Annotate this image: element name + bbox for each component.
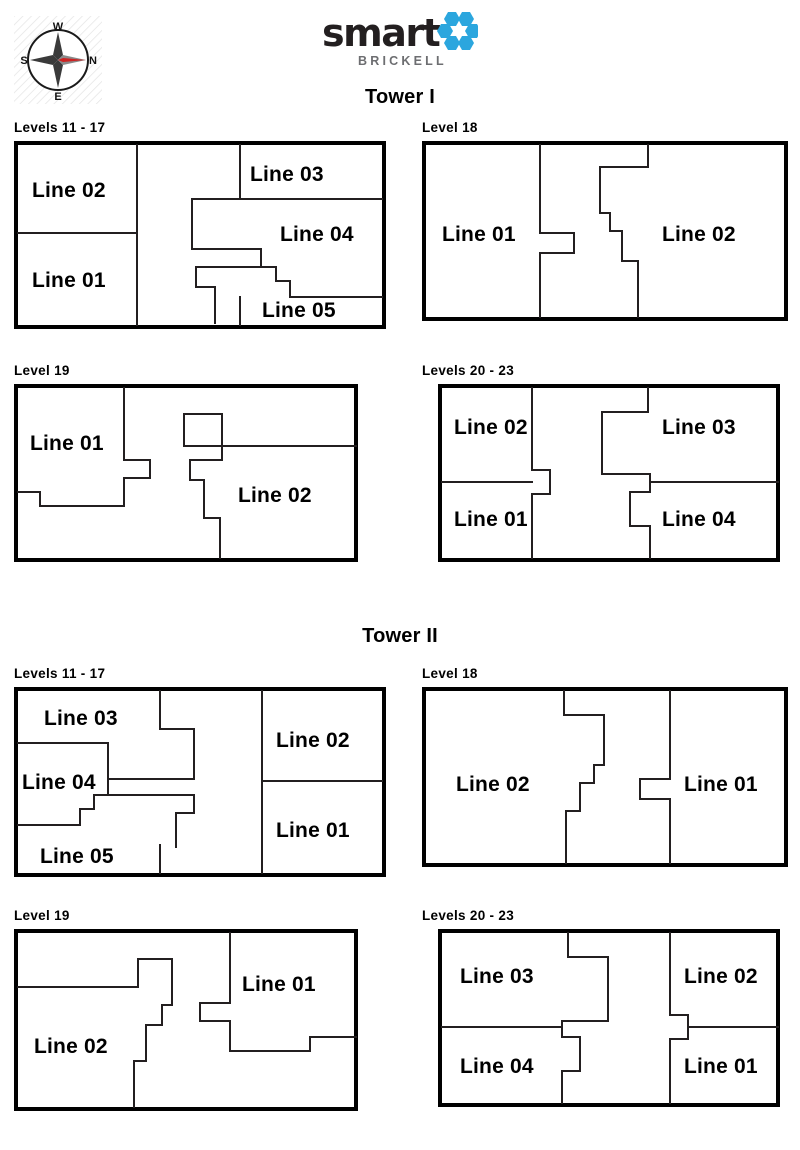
unit-label: Line 02 xyxy=(662,223,736,246)
plan-tower1-levels-11-17: Levels 11 - 17 Line 02 Line 01 Line 03 L… xyxy=(14,120,386,329)
plan-tower1-level-18: Level 18 Line 01 Line 02 xyxy=(422,120,788,321)
unit-label: Line 02 xyxy=(276,729,350,752)
unit-label: Line 01 xyxy=(684,773,758,796)
unit-label: Line 02 xyxy=(454,416,528,439)
plan-tower2-levels-11-17: Levels 11 - 17 Line 03 Line 04 Line 05 L… xyxy=(14,666,386,877)
plan-tower2-levels-20-23: Levels 20 - 23 Line 03 Line 02 Line 04 L… xyxy=(422,908,780,1107)
unit-label: Line 02 xyxy=(456,773,530,796)
unit-label: Line 01 xyxy=(454,508,528,531)
plan-caption: Level 19 xyxy=(14,363,70,378)
unit-label: Line 04 xyxy=(280,223,354,246)
compass-label-n: N xyxy=(89,55,97,67)
tower-title-2: Tower II xyxy=(362,625,438,647)
unit-label: Line 05 xyxy=(262,299,336,322)
unit-label: Line 02 xyxy=(684,965,758,988)
plan-caption: Levels 20 - 23 xyxy=(422,363,515,378)
tower-title-1: Tower I xyxy=(365,86,435,108)
unit-label: Line 05 xyxy=(40,845,114,868)
compass-label-w: W xyxy=(53,21,64,33)
unit-label: Line 03 xyxy=(44,707,118,730)
unit-label: Line 04 xyxy=(662,508,736,531)
unit-label: Line 02 xyxy=(32,179,106,202)
plan-caption: Level 18 xyxy=(422,120,478,135)
plan-caption: Levels 20 - 23 xyxy=(422,908,515,923)
compass-label-e: E xyxy=(54,91,61,103)
unit-label: Line 01 xyxy=(30,432,104,455)
unit-label: Line 01 xyxy=(442,223,516,246)
compass-label-s: S xyxy=(20,55,27,67)
unit-label: Line 02 xyxy=(238,484,312,507)
unit-label: Line 01 xyxy=(276,819,350,842)
logo-subwordmark: BRICKELL xyxy=(358,54,447,68)
unit-label: Line 03 xyxy=(460,965,534,988)
plan-caption: Level 19 xyxy=(14,908,70,923)
plan-caption: Level 18 xyxy=(422,666,478,681)
unit-label: Line 04 xyxy=(22,771,96,794)
brand-logo: smart BRICKELL xyxy=(322,11,482,72)
unit-label: Line 01 xyxy=(684,1055,758,1078)
plan-tower1-levels-20-23: Levels 20 - 23 Line 02 Line 01 Line 03 L… xyxy=(422,363,780,562)
plan-caption: Levels 11 - 17 xyxy=(14,666,106,681)
plan-tower2-level-19: Level 19 Line 02 Line 01 xyxy=(14,908,358,1111)
plan-tower1-level-19: Level 19 Line 01 Line 02 xyxy=(14,363,358,562)
plan-caption: Levels 11 - 17 xyxy=(14,120,106,135)
unit-label: Line 02 xyxy=(34,1035,108,1058)
unit-label: Line 01 xyxy=(242,973,316,996)
unit-label: Line 04 xyxy=(460,1055,534,1078)
hexagon-flower-icon xyxy=(432,12,481,61)
compass-rose: W E S N xyxy=(14,16,102,104)
unit-label: Line 03 xyxy=(250,163,324,186)
plan-tower2-level-18: Level 18 Line 02 Line 01 xyxy=(422,666,788,867)
unit-label: Line 01 xyxy=(32,269,106,292)
unit-label: Line 03 xyxy=(662,416,736,439)
logo-wordmark: smart xyxy=(322,11,441,55)
